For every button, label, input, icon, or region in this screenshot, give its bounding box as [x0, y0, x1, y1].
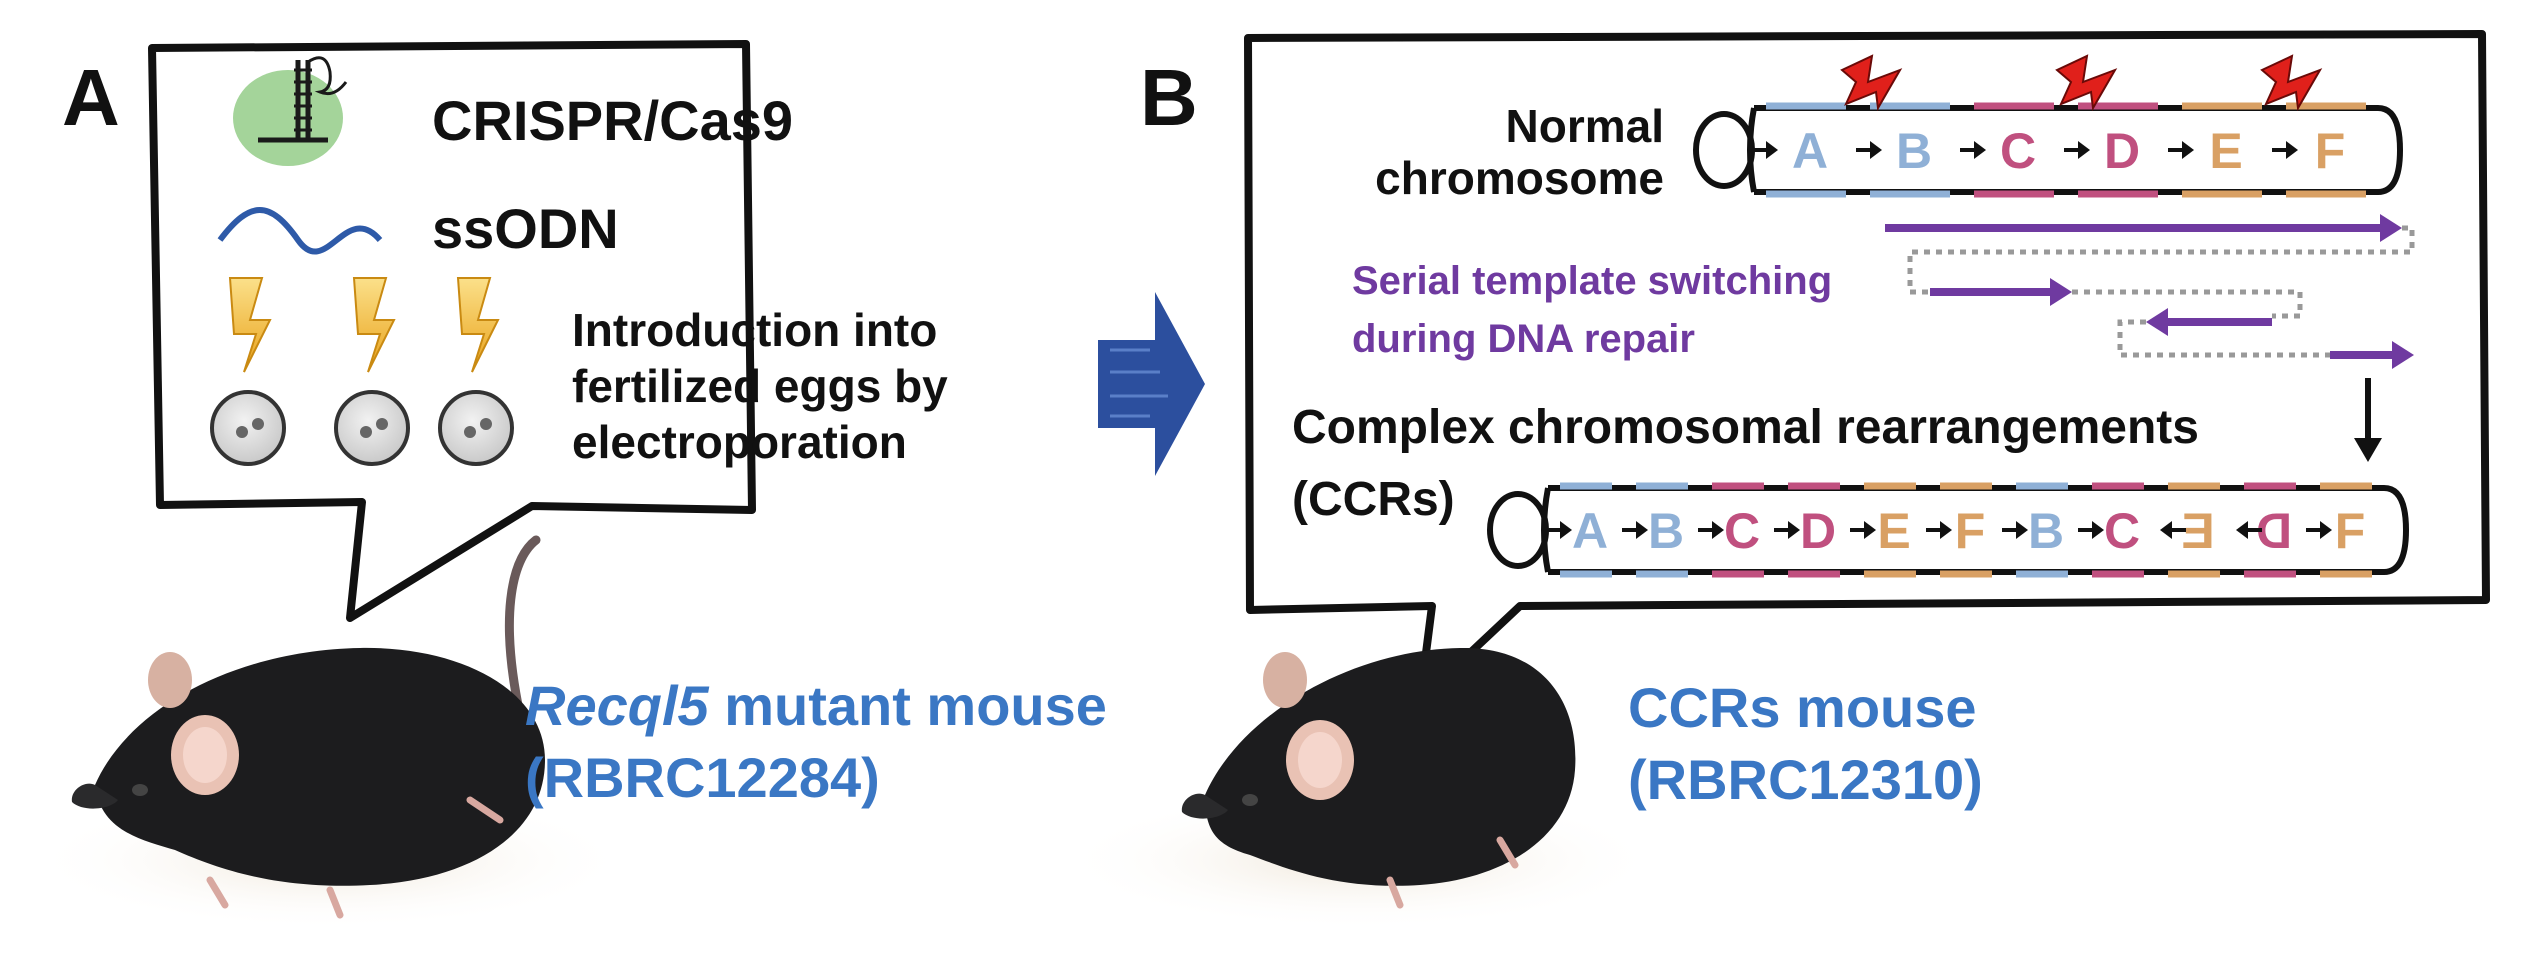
ccr-label-line1: Complex chromosomal rearrangements	[1292, 401, 2199, 454]
lightning-bolt-icon	[456, 277, 500, 373]
lightning-bolt-icon	[352, 277, 396, 373]
segment-label: F	[1955, 503, 1986, 559]
lightning-bolt-icon	[228, 277, 272, 373]
fertilized-egg-icon	[438, 390, 514, 466]
ssodn-label: ssODN	[432, 197, 619, 260]
segment-label: A	[1572, 503, 1608, 559]
segment-label: B	[1896, 123, 1932, 179]
segment-label: A	[1792, 123, 1828, 179]
chevron-right-icon	[1098, 292, 1205, 476]
mouse-a-id: (RBRC12284)	[525, 746, 880, 809]
segment-label: D	[2104, 123, 2140, 179]
fertilized-egg-icon	[334, 390, 410, 466]
template-switching-arrows	[1885, 214, 2415, 462]
segment-label: D	[1800, 503, 1836, 559]
segment-label: C	[2104, 503, 2140, 559]
segment-label: E	[1877, 503, 1910, 559]
ccr-label-line2: (CCRs)	[1292, 473, 1455, 526]
segment-label: C	[2000, 123, 2036, 179]
normal-chromosome: A B C D E F	[1693, 54, 2404, 198]
segment-label: B	[2028, 503, 2064, 559]
normal-chromosome-label: Normal chromosome	[1375, 100, 1664, 204]
dsb-lightning-icon	[2260, 54, 2323, 112]
serial-template-label: Serial template switching during DNA rep…	[1352, 259, 1833, 361]
mouse-a-image	[30, 535, 630, 930]
panel-label-a: A	[62, 53, 120, 142]
panel-label-b: B	[1140, 53, 1198, 142]
ssodn-wave-icon	[217, 207, 383, 255]
mouse-b-name: CCRs mouse	[1628, 676, 1977, 739]
dsb-lightning-icon	[1840, 54, 1903, 112]
mouse-a-caption: Recql5 mutant mouse (RBRC12284)	[525, 670, 1107, 814]
introduction-text: Introduction into fertilized eggs by ele…	[572, 304, 948, 468]
speech-bubble-a	[148, 40, 756, 622]
segment-label: E	[2209, 123, 2242, 179]
mouse-b-image	[1060, 647, 1660, 930]
cas9-icon	[233, 56, 348, 166]
crispr-label: CRISPR/Cas9	[432, 89, 794, 152]
mouse-b-caption: CCRs mouse (RBRC12310)	[1628, 672, 1983, 816]
segment-label: F	[2315, 123, 2346, 179]
fertilized-egg-icon	[210, 390, 286, 466]
segment-label: E	[2181, 503, 2214, 559]
segment-label: C	[1724, 503, 1760, 559]
gene-name: Recql5	[525, 674, 709, 737]
mouse-b-id: (RBRC12310)	[1628, 748, 1983, 811]
dsb-lightning-icon	[2055, 54, 2118, 112]
segment-label: B	[1648, 503, 1684, 559]
segment-label: F	[2335, 503, 2366, 559]
